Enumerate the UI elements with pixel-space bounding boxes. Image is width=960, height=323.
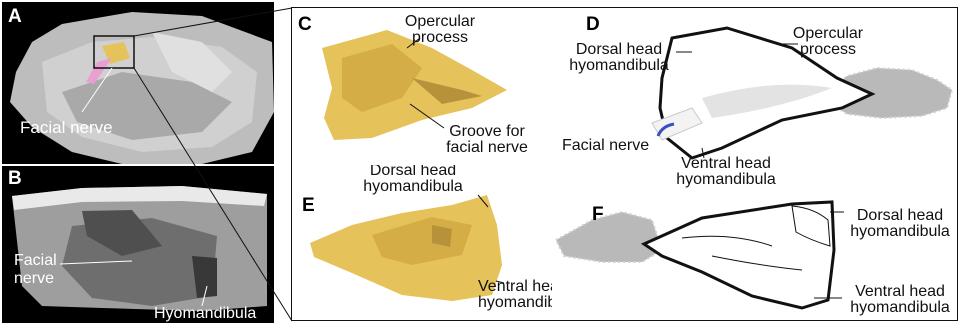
opercular-line1: Opercular — [780, 26, 876, 42]
opercular-line2: process — [780, 42, 876, 58]
panel-a: A Facial nerve — [2, 2, 274, 164]
opercular-process-label: Opercular process — [780, 26, 876, 58]
panel-letter: F — [592, 204, 604, 226]
opercular-process-label: Opercular process — [392, 14, 488, 46]
dorsal-line2: hyomandibula — [558, 58, 680, 74]
dorsal-line1: Dorsal head — [844, 208, 956, 224]
panel-b: B Facial nerve Hyomandibula — [2, 166, 274, 323]
panel-letter: B — [8, 168, 22, 190]
ventral-line1: Ventral head — [844, 284, 956, 300]
dorsal-head-label: Dorsal head hyomandibula — [348, 165, 478, 195]
dorsal-line2: hyomandibula — [348, 179, 478, 195]
facial-nerve-label: Facial nerve — [562, 138, 649, 154]
panel-b-slice — [2, 166, 274, 323]
groove-line2: facial nerve — [434, 140, 540, 156]
dorsal-line2: hyomandibula — [844, 224, 956, 240]
panel-f: F Dorsal head hyomandibula Ventral head … — [552, 190, 956, 321]
opercular-line2: process — [392, 30, 488, 46]
ventral-line1: Ventral head — [662, 156, 790, 172]
ventral-line2: hyomandibula — [662, 172, 790, 188]
panel-a-render — [2, 2, 274, 164]
dorsal-line1: Dorsal head — [558, 42, 680, 58]
ventral-head-label: Ventral head hyomandibula — [844, 284, 956, 316]
hyomandibula-label: Hyomandibula — [154, 306, 256, 322]
dorsal-head-label: Dorsal head hyomandibula — [558, 42, 680, 74]
panel-letter: D — [586, 14, 600, 36]
ventral-line2: hyomandibula — [844, 300, 956, 316]
dorsal-head-label: Dorsal head hyomandibula — [844, 208, 956, 240]
panel-letter: C — [298, 14, 312, 36]
opercular-line1: Opercular — [392, 14, 488, 30]
dorsal-line1: Dorsal head — [348, 165, 478, 179]
ventral-head-label: Ventral head hyomandibula — [478, 279, 548, 311]
panel-letter: A — [8, 6, 22, 28]
facial-nerve-label: Facial nerve — [14, 252, 57, 288]
facial-nerve-line2: nerve — [14, 270, 57, 288]
panel-c: C Opercular process Groove for facial ne… — [292, 8, 542, 163]
panel-e: E Dorsal head hyomandibula Ventral head … — [292, 165, 552, 320]
ventral-head-label: Ventral head hyomandibula — [662, 156, 790, 188]
groove-line1: Groove for — [434, 124, 540, 140]
panel-d: D Dorsal head hyomandibula Opercular pro… — [552, 8, 956, 188]
panel-letter: E — [302, 195, 315, 217]
facial-nerve-label: Facial nerve — [20, 120, 113, 136]
ventral-line1: Ventral head — [478, 279, 548, 295]
ventral-line2: hyomandibula — [478, 295, 548, 311]
groove-label: Groove for facial nerve — [434, 124, 540, 156]
facial-nerve-line1: Facial — [14, 252, 57, 270]
